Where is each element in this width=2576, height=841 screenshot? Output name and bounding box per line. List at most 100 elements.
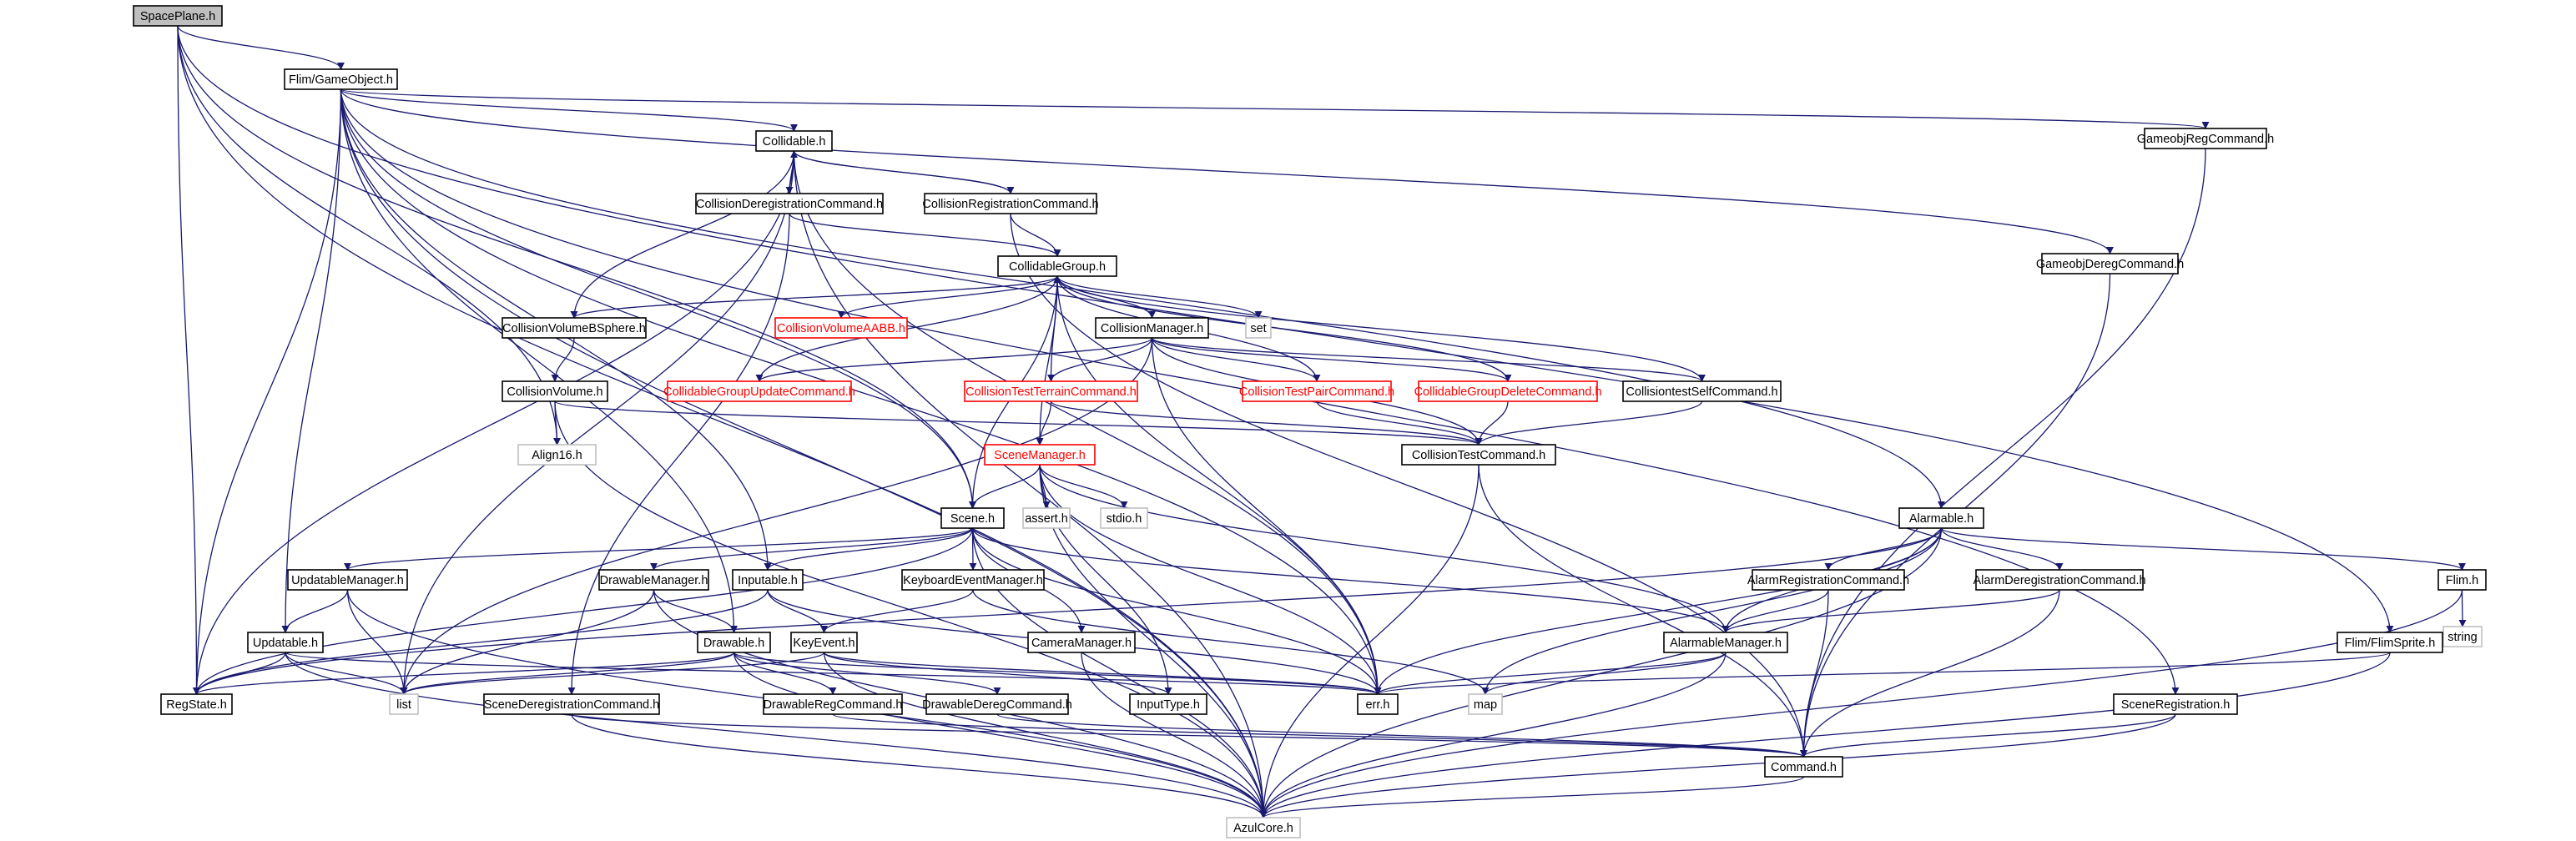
node-cvbsphere[interactable]: CollisionVolumeBSphere.h — [502, 317, 647, 339]
edge-ctterrain-to-scenemgr — [1036, 400, 1052, 446]
node-alarmmgr[interactable]: AlarmableManager.h — [1663, 632, 1788, 653]
node-kbmgr[interactable]: KeyboardEventManager.h — [901, 569, 1045, 591]
node-ctpair[interactable]: CollisionTestPairCommand.h — [1239, 380, 1394, 402]
node-label: CollisionTestTerrainCommand.h — [965, 385, 1137, 399]
edge-ctself-to-collgroup — [1053, 275, 1703, 382]
node-alarmdereg[interactable]: AlarmDeregistrationCommand.h — [1973, 569, 2146, 591]
node-cvol[interactable]: CollisionVolume.h — [502, 380, 608, 402]
node-scenedereg[interactable]: SceneDeregistrationCommand.h — [483, 693, 660, 715]
node-alarmable[interactable]: Alarmable.h — [1898, 507, 1984, 529]
node-box — [247, 632, 324, 653]
node-colltest[interactable]: CollisionTestCommand.h — [1401, 444, 1556, 466]
node-label: AlarmableManager.h — [1670, 637, 1782, 650]
node-collidable[interactable]: Collidable.h — [755, 130, 833, 152]
node-label: InputType.h — [1137, 698, 1200, 712]
node-label: CollisiontestSelfCommand.h — [1626, 385, 1777, 399]
edge-cgupdate-to-collgroup — [759, 275, 1061, 382]
node-drawreg[interactable]: DrawableRegCommand.h — [763, 693, 903, 715]
node-ctself[interactable]: CollisiontestSelfCommand.h — [1622, 380, 1782, 402]
edge-flimsprite-to-azulcore — [1259, 652, 2391, 818]
edge-collgroup-to-set — [1056, 275, 1263, 319]
node-alarmreg[interactable]: AlarmRegistrationCommand.h — [1747, 569, 1909, 591]
node-flim[interactable]: Flim.h — [2437, 569, 2487, 591]
edge-collmgr-to-cgupdate — [755, 337, 1153, 382]
node-label: RegState.h — [166, 698, 227, 712]
edge-inputable-to-regstate — [193, 589, 769, 695]
node-box — [755, 130, 833, 152]
edge-keyevent-to-inputtype — [823, 652, 1172, 695]
node-colldereg[interactable]: CollisionDeregistrationCommand.h — [695, 193, 884, 214]
node-keyevent[interactable]: KeyEvent.h — [790, 632, 858, 653]
node-scene[interactable]: Scene.h — [940, 507, 1005, 529]
node-label: Flim/GameObject.h — [289, 73, 393, 87]
node-label: GameobjRegCommand.h — [2137, 133, 2274, 146]
node-scenemgr[interactable]: SceneManager.h — [984, 444, 1096, 466]
edge-collreg-to-command — [1010, 213, 1808, 758]
edge-ctterrain-to-collgroup — [1050, 275, 1061, 382]
node-box — [483, 693, 660, 715]
node-collreg[interactable]: CollisionRegistrationCommand.h — [922, 193, 1099, 214]
node-drawable[interactable]: Drawable.h — [697, 632, 771, 653]
node-box — [790, 632, 858, 653]
edge-spaceplane-to-scene — [177, 25, 977, 509]
edge-keyevent-to-azulcore — [823, 652, 1268, 818]
node-box — [1764, 756, 1843, 778]
node-label: string — [2447, 631, 2477, 644]
node-box — [2337, 632, 2443, 653]
node-box — [1129, 693, 1207, 715]
node-drawmgr[interactable]: DrawableManager.h — [598, 569, 709, 591]
edge-collmgr-to-ctself — [1151, 337, 1706, 382]
node-command[interactable]: Command.h — [1764, 756, 1843, 778]
edge-colldereg-to-scenedereg — [567, 213, 790, 695]
edge-ctpair-to-colltest — [1316, 400, 1483, 446]
node-collmgr[interactable]: CollisionManager.h — [1095, 317, 1209, 339]
node-scenereg[interactable]: SceneRegistration.h — [2113, 693, 2238, 715]
node-stdio: stdio.h — [1100, 507, 1148, 529]
edge-scenemgr-to-errh — [1039, 464, 1382, 695]
node-updatable[interactable]: Updatable.h — [247, 632, 324, 653]
node-cgupdate[interactable]: CollidableGroupUpdateCommand.h — [663, 380, 855, 402]
edge-cvol-to-colltest — [554, 400, 1483, 446]
node-box — [287, 569, 408, 591]
edge-drawable-to-drawreg — [733, 652, 837, 695]
node-gameobjreg[interactable]: GameobjRegCommand.h — [2137, 128, 2274, 149]
node-label: assert.h — [1025, 512, 1068, 526]
edge-drawable-to-errh — [733, 652, 1382, 695]
edge-gameobjreg-to-command — [1799, 148, 2206, 758]
node-cammgr[interactable]: CameraManager.h — [1027, 632, 1136, 653]
node-updmgr[interactable]: UpdatableManager.h — [287, 569, 408, 591]
node-box — [1752, 569, 1905, 591]
node-cvaabb[interactable]: CollisionVolumeAABB.h — [774, 317, 908, 339]
node-box — [502, 317, 647, 339]
edge-scene-to-inputable — [764, 527, 974, 571]
node-label: Alarmable.h — [1909, 512, 1974, 526]
node-list: list — [389, 693, 419, 715]
node-gameobjdereg[interactable]: GameobjDeregCommand.h — [2036, 253, 2184, 274]
node-inputtype[interactable]: InputType.h — [1129, 693, 1207, 715]
node-azulcore: AzulCore.h — [1226, 817, 1301, 838]
node-collgroup[interactable]: CollidableGroup.h — [997, 255, 1117, 277]
edge-collidable-to-cvbsphere — [570, 150, 795, 319]
edge-drawable-to-azulcore — [733, 652, 1268, 818]
edge-gameobject-to-regstate — [192, 88, 342, 695]
edge-updatable-to-list — [285, 652, 408, 695]
node-flimsprite[interactable]: Flim/FlimSprite.h — [2337, 632, 2443, 653]
node-box — [502, 380, 608, 402]
node-errh[interactable]: err.h — [1357, 693, 1399, 715]
node-label: CollisionVolume.h — [507, 385, 602, 399]
node-inputable[interactable]: Inputable.h — [732, 569, 804, 591]
node-gameobject[interactable]: Flim/GameObject.h — [284, 68, 398, 90]
node-cgdelete[interactable]: CollidableGroupDeleteCommand.h — [1414, 380, 1602, 402]
node-box — [2437, 569, 2487, 591]
node-ctterrain[interactable]: CollisionTestTerrainCommand.h — [964, 380, 1138, 402]
edge-updmgr-to-updatable — [281, 589, 349, 633]
node-drawdereg[interactable]: DrawableDeregCommand.h — [922, 693, 1072, 715]
node-regstate[interactable]: RegState.h — [160, 693, 233, 715]
edge-alarmable-to-flim — [1940, 527, 2466, 571]
node-label: CollisionVolumeAABB.h — [777, 322, 905, 335]
edge-gameobject-to-updatable — [281, 88, 342, 633]
edge-command-to-azulcore — [1259, 776, 1805, 818]
edge-collmgr-to-ctpair — [1151, 337, 1321, 382]
node-label: stdio.h — [1107, 512, 1142, 526]
